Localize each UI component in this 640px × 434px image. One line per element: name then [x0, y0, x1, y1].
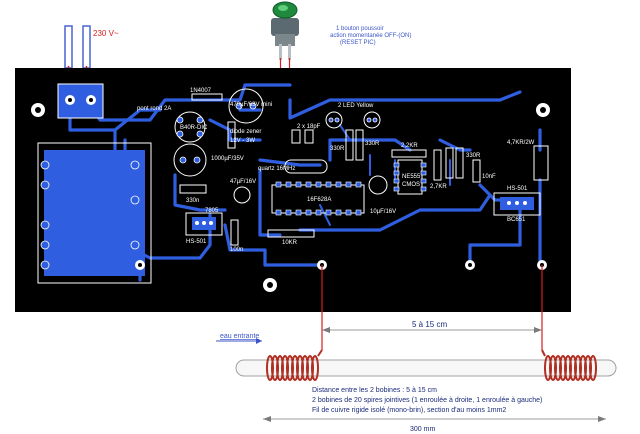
quartz-crystal: quartz 16MHz — [258, 159, 328, 174]
button-note-2: action momentanée OFF-(ON) — [330, 33, 411, 39]
length-label: 300 mm — [410, 426, 435, 433]
mains-label: 230 V~ — [93, 29, 119, 38]
svg-text:1N4007: 1N4007 — [190, 88, 212, 94]
pipe-length: 300 mm — [263, 416, 606, 433]
svg-text:HS-501: HS-501 — [507, 186, 528, 192]
mains-wire-left — [64, 25, 73, 69]
zener-diode: diode zener 12V - 3W — [227, 121, 261, 149]
pic-16f628a: 16F628A — [271, 181, 365, 216]
diode-1n4007: 1N4007 — [190, 88, 223, 101]
svg-text:7805: 7805 — [205, 208, 219, 214]
resistor-330r-1: 330R — [330, 129, 354, 161]
regulator-7805: 7805 HS-501 — [185, 208, 223, 245]
coil-left — [266, 349, 323, 381]
transistor-bc651: HS-501 BC651 — [493, 186, 541, 223]
mains-wire-right — [82, 25, 91, 69]
coil-notes: Distance entre les 2 bobines : 5 à 15 cm… — [312, 387, 542, 414]
capacitor-47uf: 47µF/16V — [230, 179, 256, 204]
svg-text:4,7KR/2W: 4,7KR/2W — [507, 140, 535, 146]
terminal-block — [57, 83, 104, 119]
pcb-board: 1N4007 pont rond 2A B40R-DIC 470µF/63V m… — [15, 68, 571, 312]
svg-text:330R: 330R — [365, 141, 380, 147]
svg-text:470µF/63V mini: 470µF/63V mini — [230, 102, 272, 108]
resistor-10k: 10KR — [267, 229, 315, 246]
capacitor-100n: 100n — [230, 219, 243, 253]
capacitor-330n: 330n — [179, 184, 207, 204]
svg-text:100n: 100n — [230, 247, 243, 253]
capacitor-10uf: 10µF/16V — [368, 175, 396, 215]
capacitor-470uf: 470µF/63V mini — [228, 88, 272, 124]
ne555-chip: NE555 CMOS — [393, 159, 427, 195]
note-line-1: Distance entre les 2 bobines : 5 à 15 cm — [312, 387, 437, 394]
reset-button: 1 bouton poussoir action momentanée OFF-… — [271, 1, 411, 116]
svg-text:330R: 330R — [466, 153, 481, 159]
svg-text:CMOS: CMOS — [402, 182, 420, 188]
svg-text:HS-501: HS-501 — [186, 239, 207, 245]
svg-text:diode zener: diode zener — [230, 129, 261, 135]
resistor-4-7k-2w: 4,7KR/2W — [507, 140, 549, 181]
svg-text:pont rond 2A: pont rond 2A — [137, 106, 171, 112]
capacitor-10nf: 10nF — [472, 159, 496, 183]
resistor-330r-3: 330R — [445, 147, 481, 179]
bridge-rectifier: pont rond 2A B40R-DIC — [137, 106, 208, 143]
svg-text:B40R-DIC: B40R-DIC — [180, 125, 208, 131]
svg-text:2 LED Yellow: 2 LED Yellow — [338, 103, 374, 109]
water-inlet-label: eau entrante — [220, 333, 259, 340]
svg-text:10µF/16V: 10µF/16V — [370, 209, 396, 215]
svg-text:10nF: 10nF — [482, 174, 496, 180]
svg-text:BC651: BC651 — [507, 217, 526, 223]
svg-text:12V - 3W: 12V - 3W — [230, 138, 255, 144]
svg-text:330n: 330n — [186, 198, 199, 204]
capacitors-18pf: 2 x 18pF — [291, 124, 321, 144]
resistor-330r-2: 330R — [355, 129, 380, 161]
svg-text:47µF/16V: 47µF/16V — [230, 179, 256, 185]
svg-text:16F628A: 16F628A — [307, 197, 331, 203]
svg-text:330R: 330R — [330, 146, 345, 152]
water-pipe: eau entrante — [216, 333, 617, 377]
coil-right — [541, 349, 597, 381]
coil-distance: 5 à 15 cm — [322, 320, 542, 333]
svg-text:quartz 16MHz: quartz 16MHz — [258, 166, 295, 172]
svg-text:NE555: NE555 — [402, 174, 421, 180]
svg-text:2,2KR: 2,2KR — [401, 143, 418, 149]
button-note-3: (RESET PIC) — [340, 40, 376, 46]
svg-text:1000µF/35V: 1000µF/35V — [211, 156, 244, 162]
svg-text:2,7KR: 2,7KR — [430, 184, 447, 190]
resistor-2-7k: 2,7KR — [430, 149, 447, 190]
transformer-footprint — [37, 142, 152, 284]
note-line-3: Fil de cuivre rigide isolé (mono-brin), … — [312, 407, 506, 414]
leds-yellow: 2 LED Yellow — [325, 103, 381, 129]
distance-label: 5 à 15 cm — [412, 320, 447, 329]
svg-text:2 x 18pF: 2 x 18pF — [297, 124, 321, 130]
capacitor-1000uf: 1000µF/35V — [173, 143, 244, 177]
svg-text:10KR: 10KR — [282, 240, 298, 246]
note-line-2: 2 bobines de 20 spires jointives (1 enro… — [312, 397, 542, 404]
resistor-2-2k: 2,2KR — [391, 143, 427, 158]
button-note-1: 1 bouton poussoir — [336, 26, 384, 32]
